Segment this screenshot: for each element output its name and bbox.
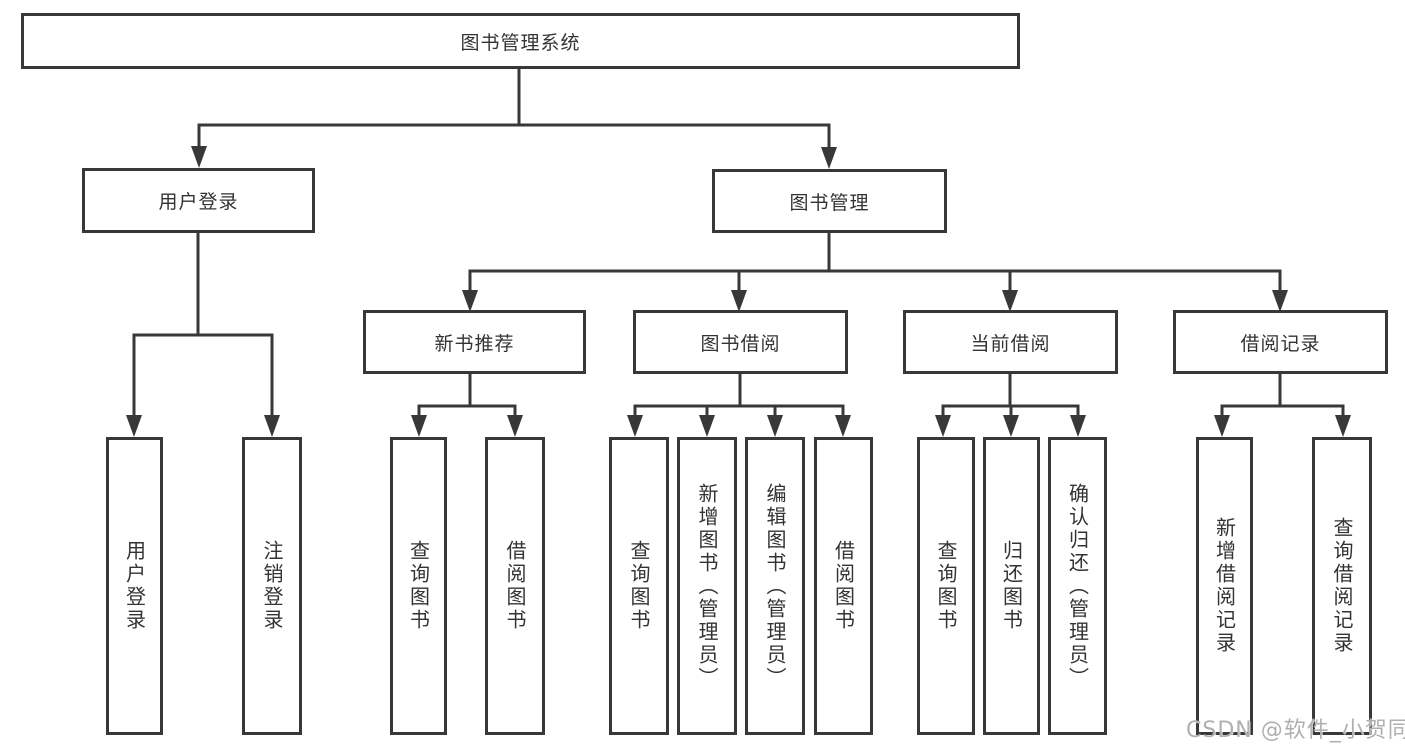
node-borrow-record-label: 借阅记录 [1240, 332, 1321, 355]
node-new-book-recommend-label: 新书推荐 [434, 332, 515, 355]
node-book-borrow-label: 图书借阅 [700, 332, 781, 355]
node-book-management-label: 图书管理 [789, 191, 870, 214]
csdn-watermark: CSDN @软件_小贺同学 [1186, 718, 1405, 743]
connector-book-mgmt-to-level3 [462, 233, 1288, 312]
leaf-borrow-add-books-admin: 新增图书（管理员） [677, 437, 737, 735]
leaf-current-query-books-label: 查询图书 [934, 540, 958, 632]
leaf-logout: 注销登录 [242, 437, 302, 735]
node-book-borrow: 图书借阅 [633, 310, 848, 374]
connector-record-to-leaves [1214, 374, 1351, 437]
leaf-rec-borrow-books: 借阅图书 [485, 437, 545, 735]
leaf-borrow-query-books: 查询图书 [609, 437, 669, 735]
leaf-borrow-edit-books-admin-label: 编辑图书（管理员） [763, 482, 787, 690]
leaf-user-login: 用户登录 [106, 437, 163, 735]
leaf-current-confirm-return-admin-label: 确认归还（管理员） [1065, 482, 1090, 690]
leaf-borrow-add-books-admin-label: 新增图书（管理员） [695, 482, 719, 690]
node-root-system-label: 图书管理系统 [460, 31, 581, 54]
node-book-management: 图书管理 [712, 169, 947, 233]
leaf-record-add-borrow-record: 新增借阅记录 [1196, 437, 1253, 735]
connector-new-rec-to-leaves [411, 374, 523, 437]
connector-user-login-to-leaves [126, 233, 280, 437]
node-current-borrow-label: 当前借阅 [970, 332, 1051, 355]
leaf-rec-query-books: 查询图书 [390, 437, 447, 735]
leaf-rec-borrow-books-label: 借阅图书 [503, 540, 527, 632]
leaf-current-return-books-label: 归还图书 [999, 540, 1024, 632]
leaf-record-query-borrow-record: 查询借阅记录 [1312, 437, 1372, 735]
leaf-user-login-label: 用户登录 [122, 540, 147, 632]
leaf-logout-label: 注销登录 [260, 540, 284, 632]
node-user-login-label: 用户登录 [158, 191, 239, 213]
node-new-book-recommend: 新书推荐 [363, 310, 586, 374]
node-root-system: 图书管理系统 [21, 13, 1020, 69]
node-current-borrow: 当前借阅 [903, 310, 1118, 374]
connector-borrow-to-leaves [627, 374, 851, 437]
leaf-record-add-borrow-record-label: 新增借阅记录 [1212, 517, 1237, 655]
leaf-borrow-borrow-books-label: 借阅图书 [831, 540, 856, 632]
leaf-current-confirm-return-admin: 确认归还（管理员） [1048, 437, 1107, 735]
leaf-rec-query-books-label: 查询图书 [406, 540, 431, 632]
leaf-borrow-query-books-label: 查询图书 [627, 540, 651, 632]
leaf-borrow-borrow-books: 借阅图书 [814, 437, 873, 735]
node-borrow-record: 借阅记录 [1173, 310, 1388, 374]
connector-root-to-level2 [191, 69, 837, 169]
leaf-borrow-edit-books-admin: 编辑图书（管理员） [745, 437, 805, 735]
leaf-current-return-books: 归还图书 [983, 437, 1040, 735]
connector-current-to-leaves [935, 374, 1086, 437]
leaf-current-query-books: 查询图书 [917, 437, 975, 735]
node-user-login: 用户登录 [82, 168, 315, 233]
leaf-record-query-borrow-record-label: 查询借阅记录 [1330, 517, 1354, 655]
